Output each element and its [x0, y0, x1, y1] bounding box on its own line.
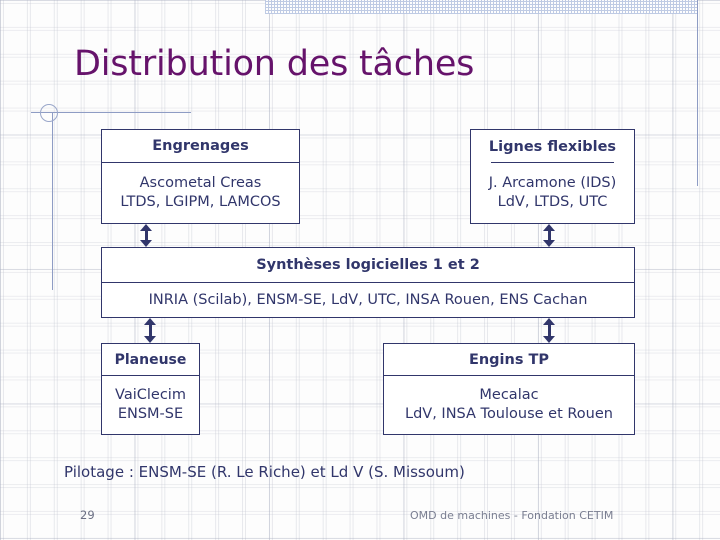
box-syntheses-line-1: INRIA (Scilab), ENSM-SE, LdV, UTC, INSA … — [148, 291, 588, 308]
arrow-shaft — [145, 229, 148, 242]
box-lignes-flexibles-line-2: LdV, LTDS, UTC — [497, 194, 608, 210]
box-engrenages-line-1: Ascometal Creas — [139, 175, 262, 192]
arrow-head-down-icon — [543, 240, 555, 247]
page-title: Distribution des tâches — [74, 44, 475, 84]
arrow-shaft — [149, 323, 152, 338]
pilotage-text: Pilotage : ENSM-SE (R. Le Riche) et Ld V… — [64, 463, 465, 481]
double-arrow-icon-syntheses-planeuse — [144, 318, 157, 343]
box-engrenages: Engrenages Ascometal Creas LTDS, LGIPM, … — [101, 129, 300, 224]
box-syntheses-header: Synthèses logicielles 1 et 2 — [102, 248, 634, 283]
arrow-head-up-icon — [140, 224, 152, 231]
slide-number: 29 — [80, 508, 95, 522]
double-arrow-icon-syntheses-engins — [543, 318, 556, 343]
box-engins-tp-line-1: Mecalac — [479, 387, 539, 404]
decorative-vertical-rule — [52, 112, 53, 290]
decorative-right-rule — [697, 0, 698, 186]
box-lignes-flexibles-body: J. Arcamone (IDS) LdV, LTDS, UTC — [471, 163, 634, 223]
box-syntheses-logicielles: Synthèses logicielles 1 et 2 INRIA (Scil… — [101, 247, 635, 318]
arrow-shaft — [548, 323, 551, 338]
decorative-horizontal-rule — [31, 112, 191, 113]
arrow-head-down-icon — [140, 240, 152, 247]
box-engrenages-body: Ascometal Creas LTDS, LGIPM, LAMCOS — [102, 163, 299, 223]
box-syntheses-body: INRIA (Scilab), ENSM-SE, LdV, UTC, INSA … — [102, 283, 634, 317]
box-planeuse-body: VaiClecim ENSM-SE — [102, 376, 199, 434]
box-engrenages-line-2: LTDS, LGIPM, LAMCOS — [120, 194, 281, 210]
arrow-head-down-icon — [144, 336, 156, 343]
box-planeuse-header: Planeuse — [102, 344, 199, 376]
double-arrow-icon-engrenages-syntheses — [140, 224, 153, 247]
box-engins-tp-body: Mecalac LdV, INSA Toulouse et Rouen — [384, 376, 634, 434]
box-engrenages-header: Engrenages — [102, 130, 299, 163]
double-arrow-icon-lignes-syntheses — [543, 224, 556, 247]
arrow-head-up-icon — [543, 318, 555, 325]
top-hatched-banner — [265, 0, 697, 14]
arrow-head-up-icon — [543, 224, 555, 231]
box-engins-tp: Engins TP Mecalac LdV, INSA Toulouse et … — [383, 343, 635, 435]
box-planeuse-line-2: ENSM-SE — [117, 406, 184, 422]
arrow-head-up-icon — [144, 318, 156, 325]
decorative-circle-icon — [40, 104, 58, 122]
box-lignes-flexibles-line-1: J. Arcamone (IDS) — [488, 175, 617, 192]
arrow-head-down-icon — [543, 336, 555, 343]
box-planeuse-line-1: VaiClecim — [115, 387, 186, 404]
box-planeuse: Planeuse VaiClecim ENSM-SE — [101, 343, 200, 435]
box-engins-tp-header: Engins TP — [384, 344, 634, 376]
box-engins-tp-line-2: LdV, INSA Toulouse et Rouen — [405, 406, 613, 422]
box-lignes-flexibles: Lignes flexibles J. Arcamone (IDS) LdV, … — [470, 129, 635, 224]
footer-note: OMD de machines - Fondation CETIM — [410, 509, 614, 522]
box-lignes-flexibles-header: Lignes flexibles — [471, 130, 634, 163]
arrow-shaft — [548, 229, 551, 242]
